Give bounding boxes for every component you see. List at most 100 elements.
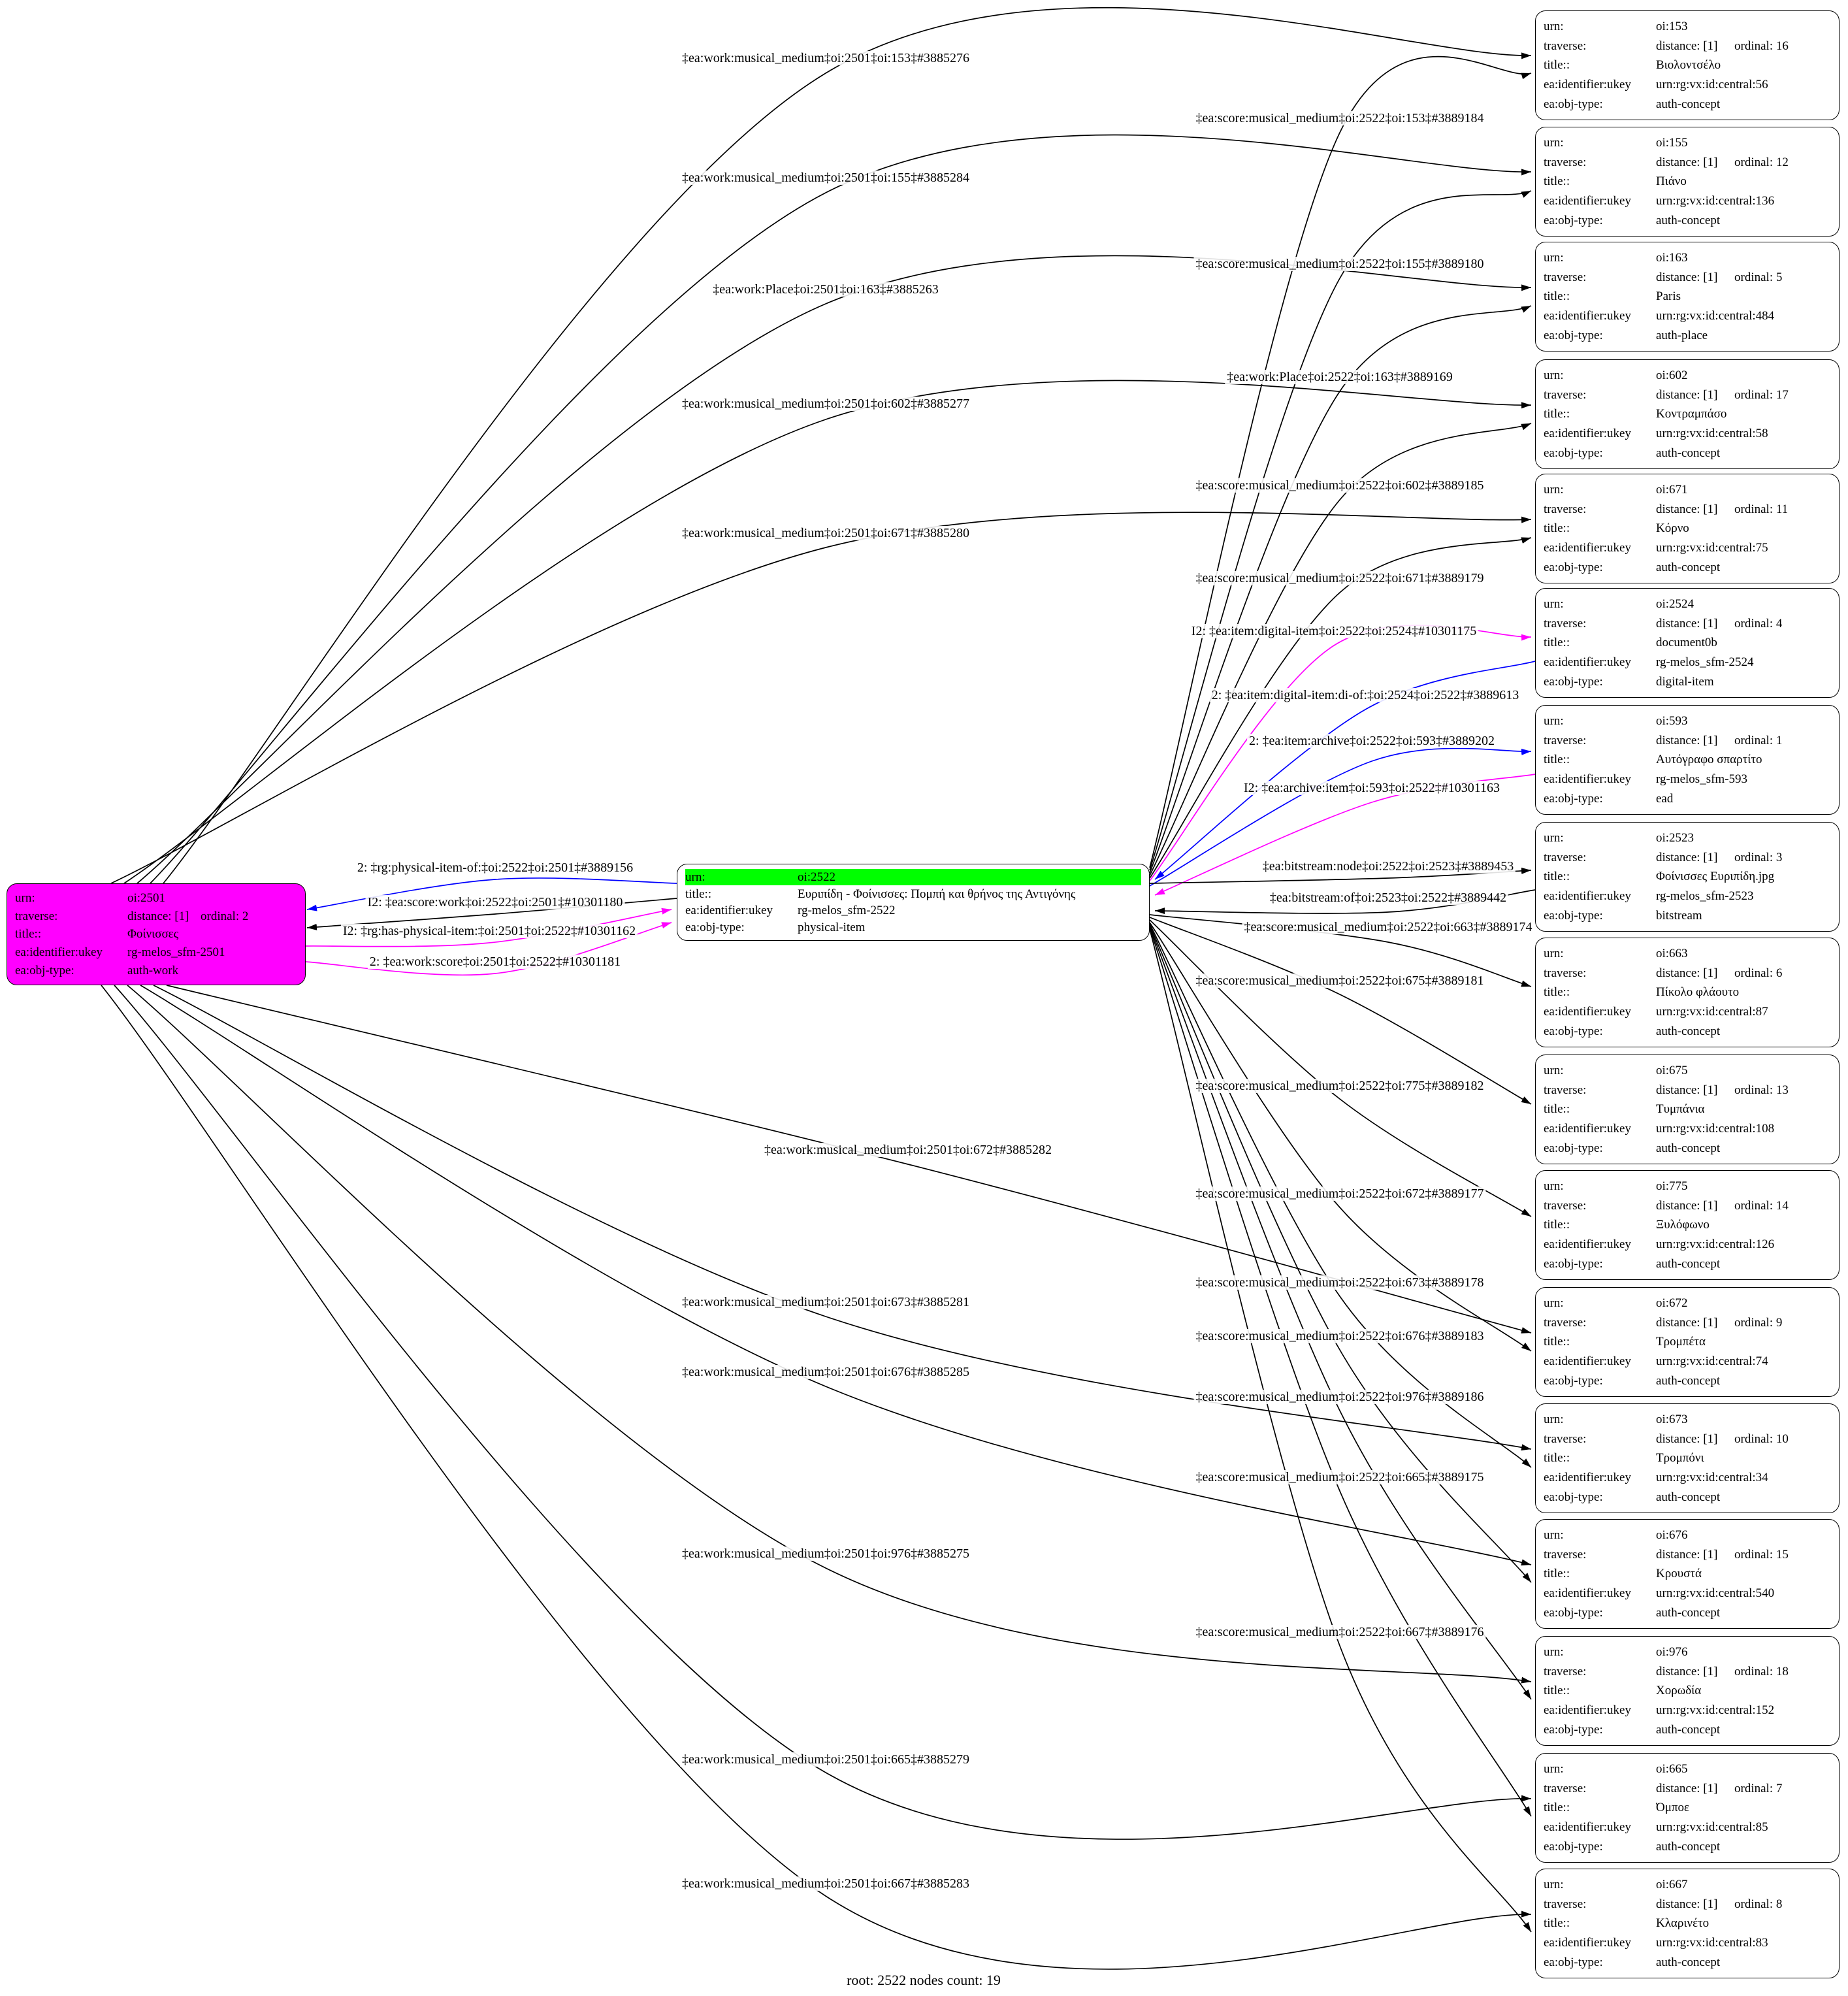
node-field-row: title::Πίκολο φλάουτο (1544, 984, 1831, 1000)
field-value: auth-concept (1656, 1955, 1721, 1970)
field-key: ea:identifier:ukey (1544, 309, 1631, 323)
node-field-row: urn:oi:2501 (15, 890, 297, 906)
node-field-row: title::Αυτόγραφο σπαρτίτο (1544, 751, 1831, 768)
node-field-row: urn:oi:667 (1544, 1876, 1831, 1893)
field-value: distance: [1] (1656, 1315, 1718, 1330)
field-value: rg-melos_sfm-2524 (1656, 655, 1754, 670)
field-key: traverse: (1544, 1198, 1587, 1213)
field-key: traverse: (1544, 1547, 1587, 1562)
field-value: urn:rg:vx:id:central:58 (1656, 427, 1768, 441)
field-value: distance: [1] (1656, 1897, 1718, 1911)
field-key: title:: (1544, 985, 1570, 1000)
edge-label-2: ‡ea:work:Place‡oi:2501‡oi:163‡#3885263 (711, 282, 941, 297)
field-key: ea:identifier:ukey (1544, 1237, 1631, 1252)
field-key: title:: (1544, 1218, 1570, 1232)
field-key: traverse: (1544, 155, 1587, 169)
graph-edge-3 (123, 380, 1532, 884)
field-value: auth-concept (1656, 97, 1721, 112)
field-key: title:: (1544, 1916, 1570, 1931)
node-field-row: ea:obj-type:digital-item (1544, 674, 1831, 690)
node-field-row: urn:oi:153 (1544, 18, 1831, 35)
field-value: urn:rg:vx:id:central:540 (1656, 1586, 1775, 1601)
field-ordinal: ordinal: 16 (1734, 39, 1789, 53)
field-ordinal: ordinal: 7 (1734, 1781, 1783, 1795)
node-field-row: ea:obj-type:auth-concept (1544, 1373, 1831, 1389)
field-key: title:: (1544, 1801, 1570, 1815)
node-field-row: title::Κόρνο (1544, 520, 1831, 536)
field-value: rg-melos_sfm-2523 (1656, 889, 1754, 904)
field-value: distance: [1] (1656, 39, 1718, 53)
graph-edge-22 (1149, 926, 1532, 1700)
node-field-row: ea:obj-type:auth-concept (1544, 559, 1831, 576)
field-value: auth-concept (1656, 1257, 1721, 1271)
field-value: Πιάνο (1656, 174, 1687, 189)
field-value: oi:2501 (127, 891, 166, 905)
field-key: ea:obj-type: (1544, 1490, 1603, 1505)
graph-edge-23 (1149, 927, 1532, 1817)
node-field-row: ea:obj-type:auth-place (1544, 327, 1831, 344)
field-value: oi:976 (1656, 1644, 1688, 1659)
field-value: distance: [1] (1656, 850, 1718, 864)
edge-label-21: ‡ea:score:musical_medium‡oi:2522‡oi:676‡… (1193, 1329, 1486, 1343)
field-value: oi:667 (1656, 1877, 1688, 1891)
field-key: ea:identifier:ukey (1544, 427, 1631, 441)
graph-edge-31 (306, 877, 677, 911)
field-key: traverse: (15, 909, 58, 923)
field-value: urn:rg:vx:id:central:56 (1656, 78, 1768, 92)
field-value: urn:rg:vx:id:central:75 (1656, 541, 1768, 555)
node-field-row: title::Πιάνο (1544, 173, 1831, 189)
field-ordinal: ordinal: 14 (1734, 1198, 1789, 1213)
field-value: oi:672 (1656, 1296, 1688, 1310)
field-key: ea:obj-type: (1544, 97, 1603, 112)
edge-label-10: ‡ea:work:musical_medium‡oi:2501‡oi:667‡#… (680, 1876, 971, 1891)
field-value: distance: [1] (1656, 1432, 1718, 1446)
field-key: urn: (1544, 1179, 1564, 1193)
field-value: oi:775 (1656, 1179, 1688, 1193)
field-key: ea:obj-type: (1544, 561, 1603, 575)
field-value: urn:rg:vx:id:central:126 (1656, 1237, 1775, 1252)
field-value: Κλαρινέτο (1656, 1916, 1710, 1931)
field-key: urn: (1544, 1528, 1564, 1542)
field-key: urn: (1544, 1412, 1564, 1426)
node-field-row: ea:obj-type:auth-concept (1544, 1605, 1831, 1621)
field-key: ea:obj-type: (15, 964, 74, 978)
edge-label-6: ‡ea:work:musical_medium‡oi:2501‡oi:673‡#… (680, 1295, 971, 1309)
graph-edge-26 (1154, 661, 1536, 880)
node-field-row: urn:oi:665 (1544, 1761, 1831, 1777)
node-field-row: title::Βιολοντσέλο (1544, 57, 1831, 73)
field-value: Τυμπάνια (1656, 1102, 1705, 1117)
node-field-row: urn:oi:672 (1544, 1295, 1831, 1311)
field-value: urn:rg:vx:id:central:83 (1656, 1936, 1768, 1950)
field-value: oi:671 (1656, 482, 1688, 497)
edge-label-5: ‡ea:work:musical_medium‡oi:2501‡oi:672‡#… (762, 1143, 1054, 1157)
field-value: oi:2524 (1656, 597, 1694, 611)
field-value: Κόρνο (1656, 521, 1689, 536)
field-value: ead (1656, 792, 1674, 806)
node-field-row: ea:obj-type:auth-concept (1544, 1140, 1831, 1156)
node-field-row: urn:oi:593 (1544, 713, 1831, 729)
node-field-row: traverse:distance: [1]ordinal: 16 (1544, 38, 1831, 54)
field-key: title:: (1544, 1335, 1570, 1349)
field-value: Αυτόγραφο σπαρτίτο (1656, 753, 1762, 767)
field-key: ea:identifier:ukey (1544, 194, 1631, 208)
field-value: auth-concept (1656, 1840, 1721, 1854)
graph-edge-18 (1149, 919, 1532, 1217)
node-field-row: title::Κλαρινέτο (1544, 1915, 1831, 1931)
node-field-row: title::Τυμπάνια (1544, 1101, 1831, 1117)
field-key: ea:obj-type: (1544, 1723, 1603, 1737)
field-key: ea:identifier:ukey (1544, 1471, 1631, 1485)
node-field-row: urn:oi:155 (1544, 135, 1831, 151)
field-key: ea:obj-type: (1544, 1257, 1603, 1271)
field-key: ea:identifier:ukey (1544, 1354, 1631, 1369)
field-value: distance: [1] (1656, 502, 1718, 516)
field-key: ea:obj-type: (1544, 1955, 1603, 1970)
